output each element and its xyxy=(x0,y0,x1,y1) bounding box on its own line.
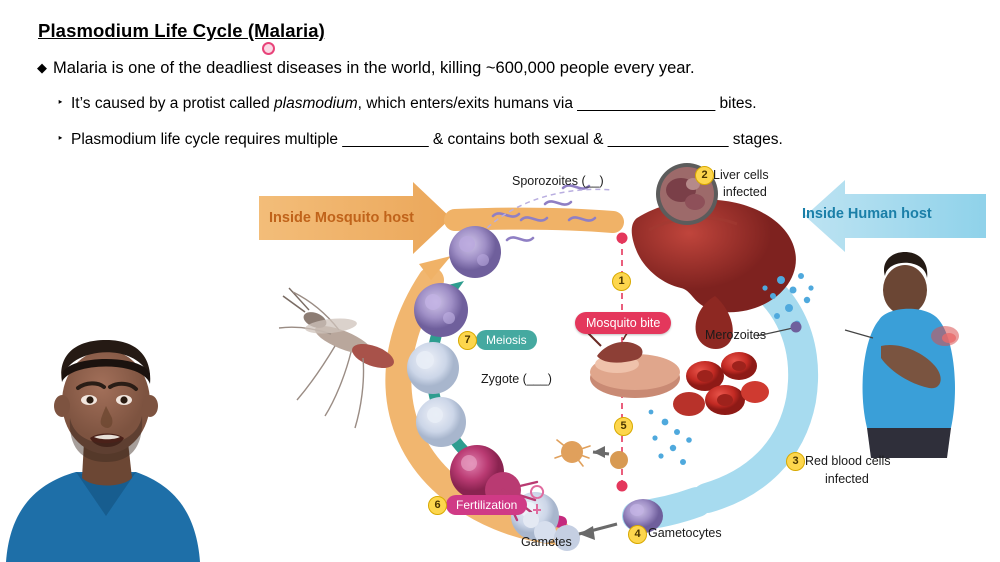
mosquito-host-banner-label: Inside Mosquito host xyxy=(269,210,414,226)
step-7-marker: 7 xyxy=(458,331,477,350)
gray-arrowhead-1 xyxy=(579,526,595,540)
step-1-marker: 1 xyxy=(612,272,631,291)
bullet-3-text-before: Plasmodium life cycle requires multiple xyxy=(71,131,343,148)
gametocyte-small-cell xyxy=(610,451,628,469)
red-blood-cells-infected-label: infected xyxy=(825,472,869,486)
life-cycle-diagram: Inside Mosquito host Inside Human host S… xyxy=(245,160,1000,562)
sporozoites-label: Sporozoites (__) xyxy=(512,174,604,188)
human-host-illustration xyxy=(862,252,959,458)
step-4-marker: 4 xyxy=(628,525,647,544)
zygote-label: Zygote (___) xyxy=(481,372,552,386)
liver-illustration xyxy=(631,199,796,349)
bullet-2-blank: ________________ xyxy=(577,95,716,112)
diamond-bullet-icon: ◆ xyxy=(37,60,47,75)
presenter-illustration xyxy=(0,310,205,562)
bullet-2-italic: plasmodium xyxy=(274,95,358,112)
mosquito-bite-pill: Mosquito bite xyxy=(575,312,672,334)
mosquito-illustration xyxy=(278,287,394,429)
mosquito-host-banner-arrow xyxy=(259,182,451,254)
human-host-banner-arrow xyxy=(805,180,986,252)
diagram-graphics xyxy=(259,163,986,551)
gametes-label: Gametes xyxy=(521,535,572,549)
bullet-3-blank-2: ______________ xyxy=(607,131,729,148)
page-title: Plasmodium Life Cycle (Malaria) xyxy=(38,20,325,41)
bullet-2-text-mid: , which enters/exits humans via xyxy=(357,95,578,112)
meiosis-pill: Meiosis xyxy=(476,330,537,350)
fertilization-pill: Fertilization xyxy=(446,495,528,515)
sporozoites-squiggles xyxy=(491,184,597,242)
bullet-item-3: ‣ Plasmodium life cycle requires multiple… xyxy=(57,131,783,149)
bullet-item-1: ◆ Malaria is one of the deadliest disease… xyxy=(37,59,695,78)
merozoite-burst-dots xyxy=(648,409,692,465)
step-5-marker: 5 xyxy=(614,417,633,436)
square-bullet-icon: ‣ xyxy=(57,133,64,145)
gametocytes-cell xyxy=(623,499,663,533)
bullet-3-text-mid: & contains both sexual & xyxy=(428,131,608,148)
bullet-3-text-after: stages. xyxy=(728,131,783,148)
bullet-2-text-before: It’s caused by a protist called xyxy=(71,95,275,112)
merozoites-label: Merozoites xyxy=(705,328,767,342)
red-blood-cells-label: Red blood cells xyxy=(805,454,891,468)
laser-pointer-dot xyxy=(262,42,275,55)
merozoite-target-cell xyxy=(790,321,802,333)
step-6-marker: 6 xyxy=(428,496,447,515)
square-bullet-icon: ‣ xyxy=(57,97,64,109)
gray-arrowhead-2 xyxy=(593,446,605,458)
bullet-3-blank-1: __________ xyxy=(342,131,429,148)
bullet-2-text-after: bites. xyxy=(715,95,757,112)
infection-pointer-line xyxy=(844,329,874,339)
bullet-item-2: ‣ It’s caused by a protist called plasmod… xyxy=(57,95,757,113)
liver-cells-infected-label: infected xyxy=(723,185,767,199)
gametes-cells xyxy=(523,485,580,551)
human-host-banner-label: Inside Human host xyxy=(802,206,932,222)
red-blood-cells-cluster xyxy=(673,352,769,416)
gametocytes-label: Gametocytes xyxy=(648,526,722,540)
bullet-1-text: Malaria is one of the deadliest diseases… xyxy=(53,59,695,77)
sporozoite-path-dashed xyxy=(480,188,614,235)
step-3-marker: 3 xyxy=(786,452,805,471)
presenter-video xyxy=(0,310,205,562)
step-2-marker: 2 xyxy=(695,166,714,185)
male-gametocyte-exflagellating xyxy=(554,439,591,467)
merozoites-leader-line xyxy=(756,327,794,337)
liver-cells-label: Liver cells xyxy=(713,168,769,182)
